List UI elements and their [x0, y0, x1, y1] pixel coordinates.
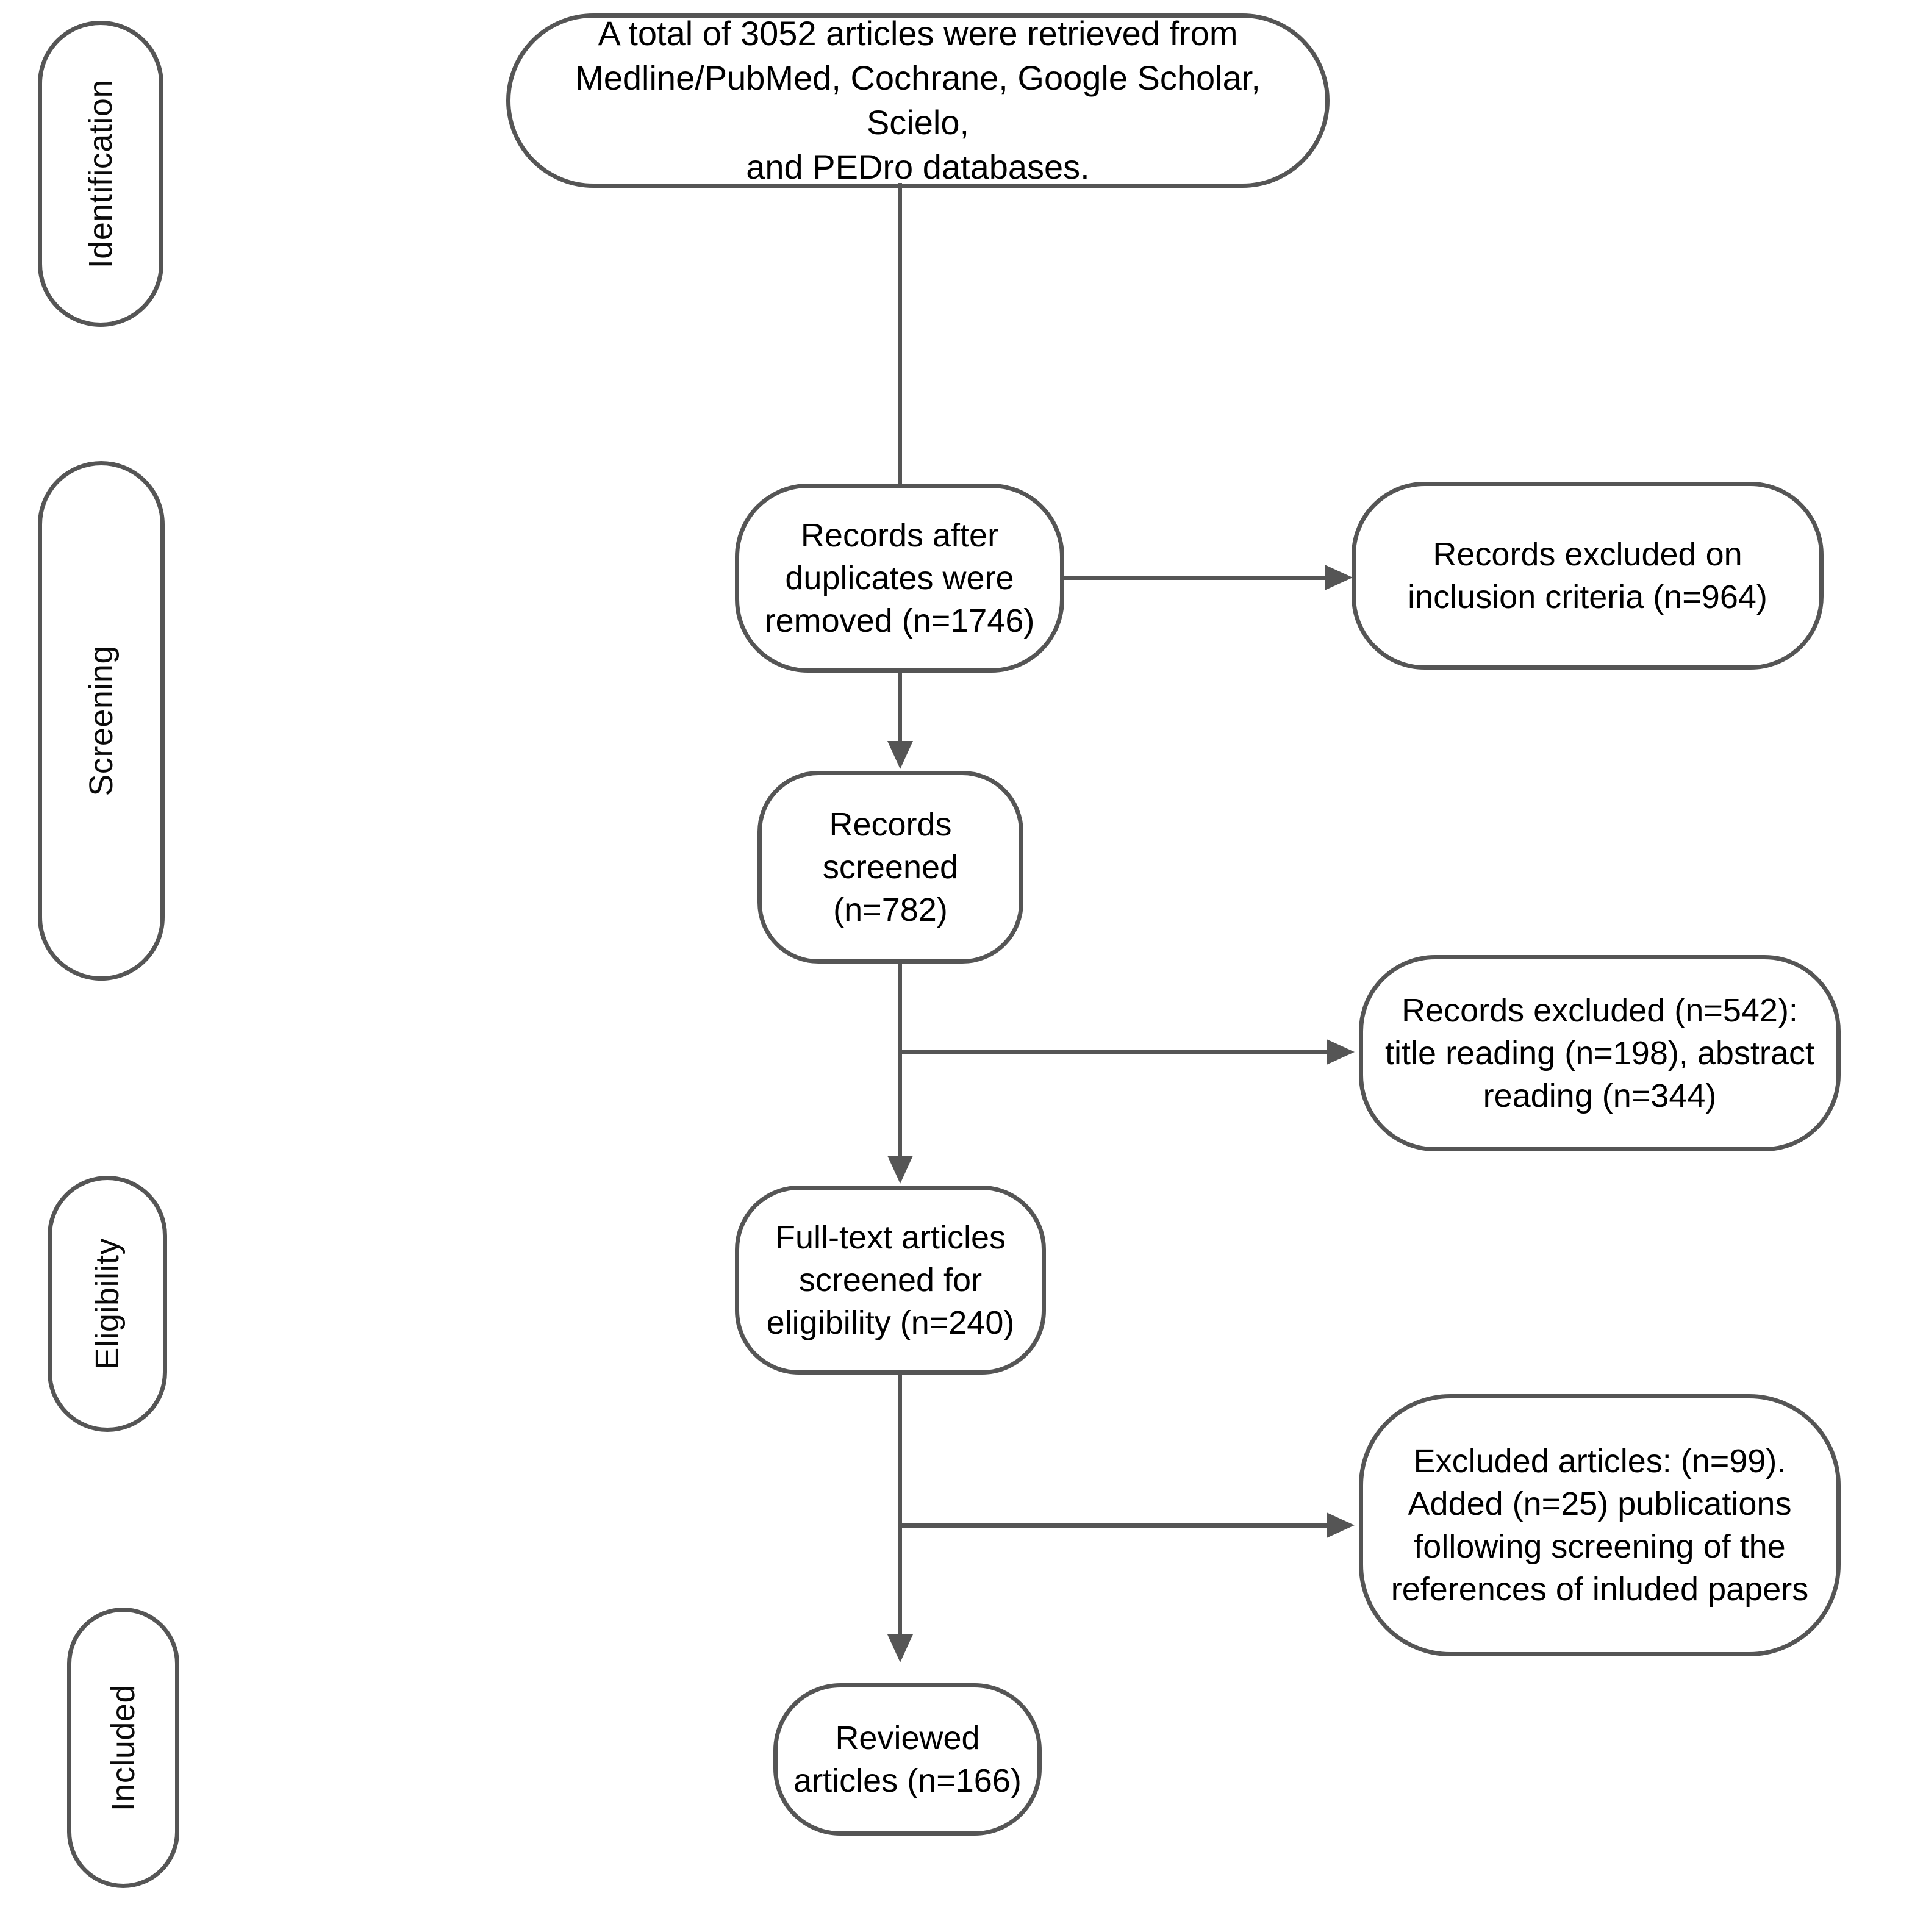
- node-records-retrieved-label: A total of 3052 articles were retrieved …: [575, 14, 1261, 186]
- edge-retrieved-to-duplicates: [898, 183, 902, 488]
- stage-label-included-text: Included: [105, 1684, 141, 1812]
- node-excluded-articles-99: Excluded articles: (n=99). Added (n=25) …: [1359, 1394, 1841, 1656]
- node-records-retrieved: A total of 3052 articles were retrieved …: [506, 13, 1330, 188]
- edge-screened-to-fulltext-trunk: [898, 964, 902, 1178]
- edge-duplicates-to-screened-arrowhead: [887, 741, 913, 769]
- edge-fulltext-to-reviewed-arrowhead: [887, 1634, 913, 1662]
- stage-label-included: Included: [67, 1608, 179, 1888]
- node-fulltext-screened-label: Full-text articles screened for eligibil…: [766, 1218, 1015, 1342]
- node-excluded-inclusion-criteria: Records excluded on inclusion criteria (…: [1352, 482, 1824, 670]
- node-excluded-inclusion-criteria-label: Records excluded on inclusion criteria (…: [1408, 535, 1767, 615]
- edge-screened-to-excluded-542: [898, 1050, 1328, 1054]
- edge-duplicates-to-screened: [898, 673, 902, 752]
- node-reviewed-articles-label: Reviewed articles (n=166): [793, 1719, 1022, 1799]
- node-reviewed-articles: Reviewed articles (n=166): [773, 1683, 1042, 1836]
- node-fulltext-screened: Full-text articles screened for eligibil…: [735, 1186, 1046, 1375]
- edge-fulltext-to-excluded-99-arrowhead: [1327, 1512, 1355, 1538]
- stage-label-eligibility-text: Eligibility: [89, 1238, 126, 1370]
- stage-label-eligibility: Eligibility: [48, 1176, 167, 1432]
- edge-duplicates-to-excluded-inclusion-arrowhead: [1325, 565, 1353, 590]
- node-after-duplicates-label: Records after duplicates were removed (n…: [764, 517, 1035, 640]
- node-records-screened: Records screened (n=782): [757, 771, 1023, 964]
- edge-duplicates-to-excluded-inclusion: [1064, 576, 1327, 580]
- edge-screened-to-fulltext-arrowhead: [887, 1156, 913, 1184]
- stage-label-screening: Screening: [38, 461, 165, 981]
- node-after-duplicates: Records after duplicates were removed (n…: [735, 484, 1064, 673]
- node-records-excluded-542: Records excluded (n=542): title reading …: [1359, 955, 1841, 1151]
- node-records-excluded-542-label: Records excluded (n=542): title reading …: [1385, 992, 1814, 1115]
- node-excluded-articles-99-label: Excluded articles: (n=99). Added (n=25) …: [1391, 1442, 1809, 1608]
- stage-label-identification: Identification: [38, 21, 163, 327]
- stage-label-screening-text: Screening: [83, 645, 120, 796]
- node-records-screened-label: Records screened (n=782): [822, 806, 959, 929]
- edge-fulltext-to-excluded-99: [898, 1523, 1328, 1528]
- stage-label-identification-text: Identification: [82, 79, 119, 269]
- edge-screened-to-excluded-542-arrowhead: [1327, 1039, 1355, 1065]
- edge-fulltext-to-reviewed-trunk: [898, 1375, 902, 1655]
